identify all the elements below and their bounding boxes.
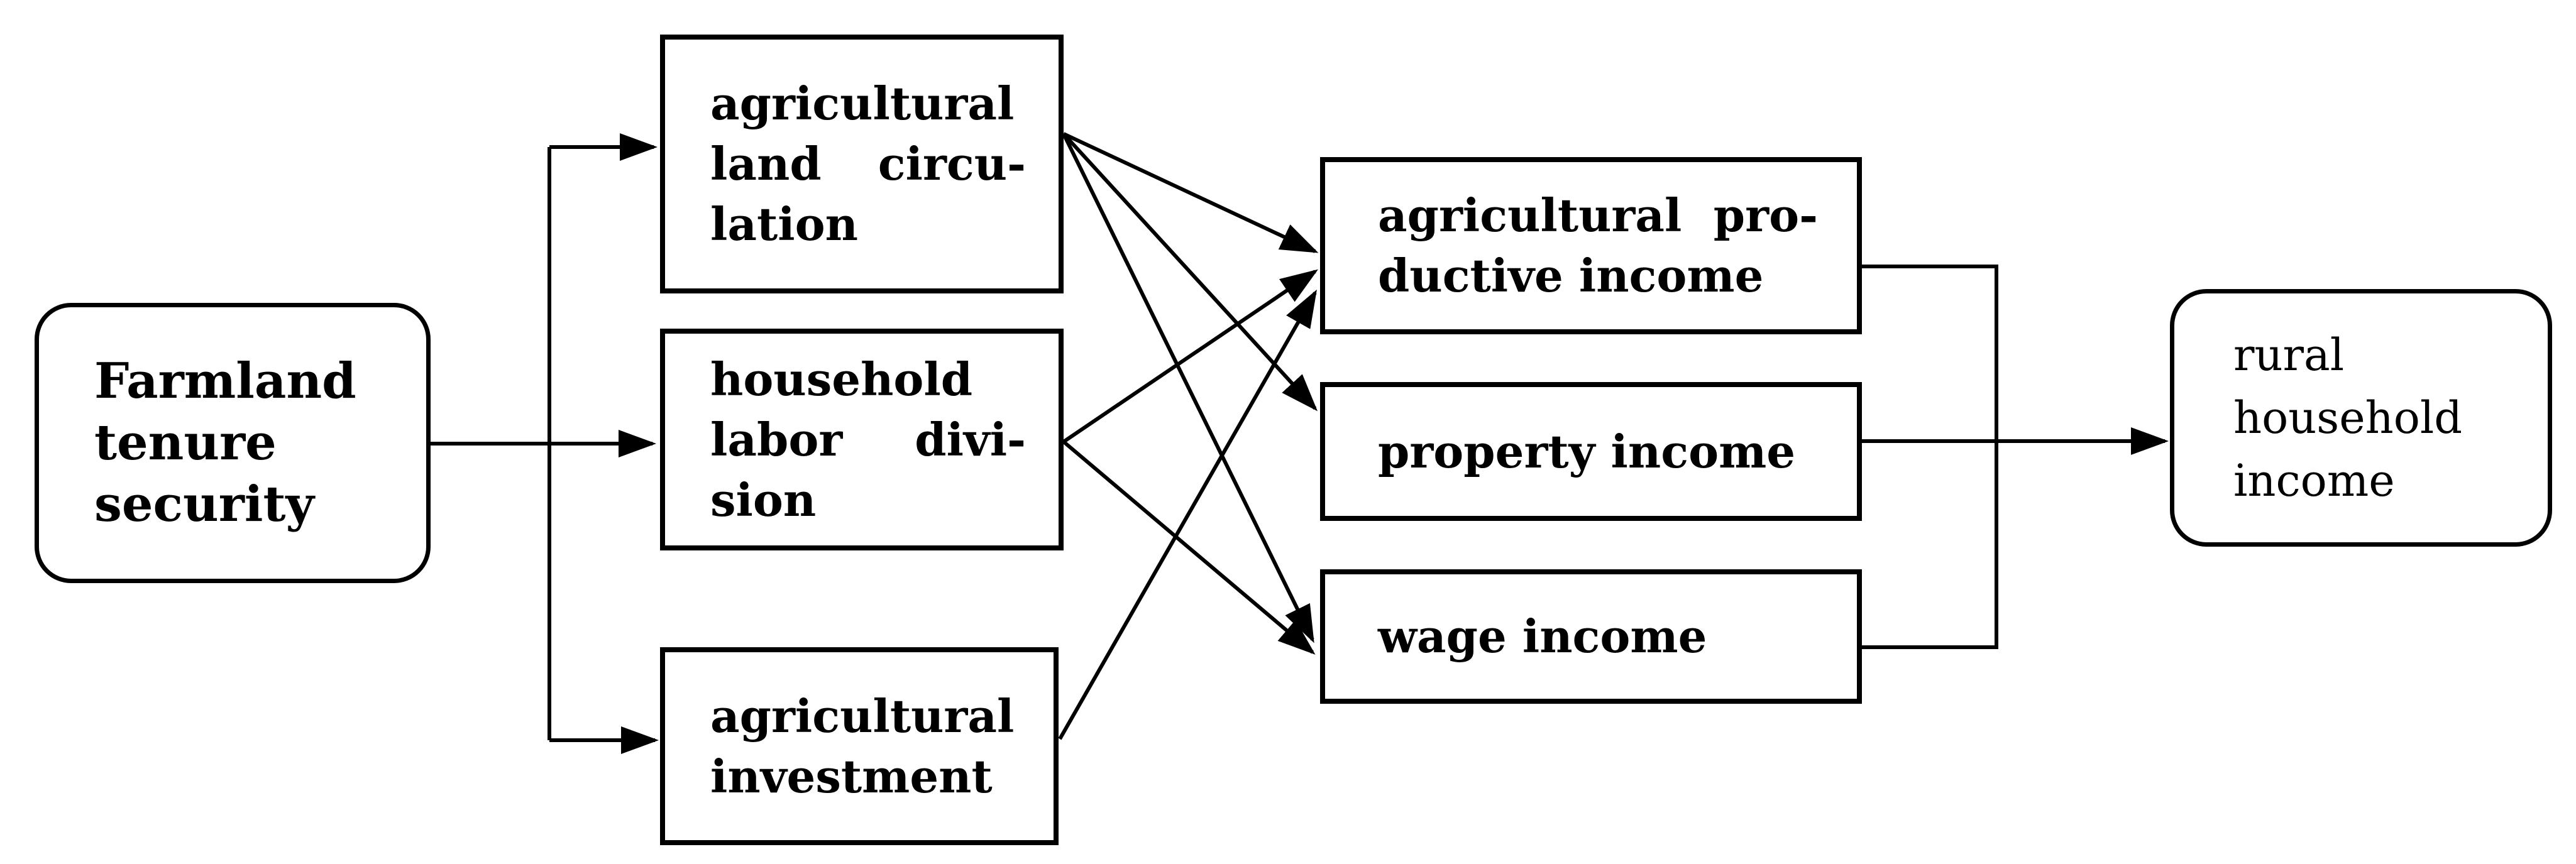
node-label-line: tenure (94, 414, 277, 471)
node-agricultural-investment: agricultural investment (660, 647, 1059, 845)
node-label-line: sion (710, 473, 817, 527)
edge-labor-division-to-productive-income (1062, 269, 1318, 444)
node-label-line: land circu- (710, 137, 1026, 190)
edge-labor-division-to-wage-income (1062, 440, 1316, 655)
node-label-line: wage income (1378, 610, 1707, 663)
node-label-line: income (2233, 455, 2395, 506)
node-label-line: agricultural (710, 77, 1015, 130)
edge-land-circulation-to-productive-income (1062, 132, 1319, 253)
node-label-line: agricultural pro- (1378, 189, 1818, 242)
node-agricultural-land-circulation: agricultural land circu- lation (660, 35, 1064, 293)
node-label-line: household (2233, 392, 2463, 444)
node-label-line: lation (710, 197, 858, 251)
node-label-line: rural (2233, 329, 2345, 381)
node-label-line: security (94, 476, 314, 533)
node-agricultural-productive-income: agricultural pro- ductive income (1320, 157, 1862, 334)
node-label-line: ductive income (1378, 249, 1764, 302)
node-farmland-tenure-security: Farmland tenure security (35, 303, 431, 583)
node-label-line: Farmland (94, 353, 356, 410)
node-label-line: labor divi- (710, 412, 1026, 466)
node-household-labor-division: household labor divi- sion (660, 329, 1064, 550)
node-label-line: property income (1378, 424, 1796, 478)
node-label-line: household (710, 352, 973, 406)
node-wage-income: wage income (1320, 569, 1862, 704)
node-property-income: property income (1320, 382, 1862, 521)
edge-investment-to-productive-income (1058, 289, 1317, 740)
edge-land-circulation-to-property-income (1062, 132, 1318, 412)
node-label-line: agricultural (710, 689, 1015, 743)
edge-land-circulation-to-wage-income (1062, 133, 1314, 643)
node-label-line: investment (710, 749, 993, 803)
node-rural-household-income: rural household income (2170, 289, 2552, 547)
